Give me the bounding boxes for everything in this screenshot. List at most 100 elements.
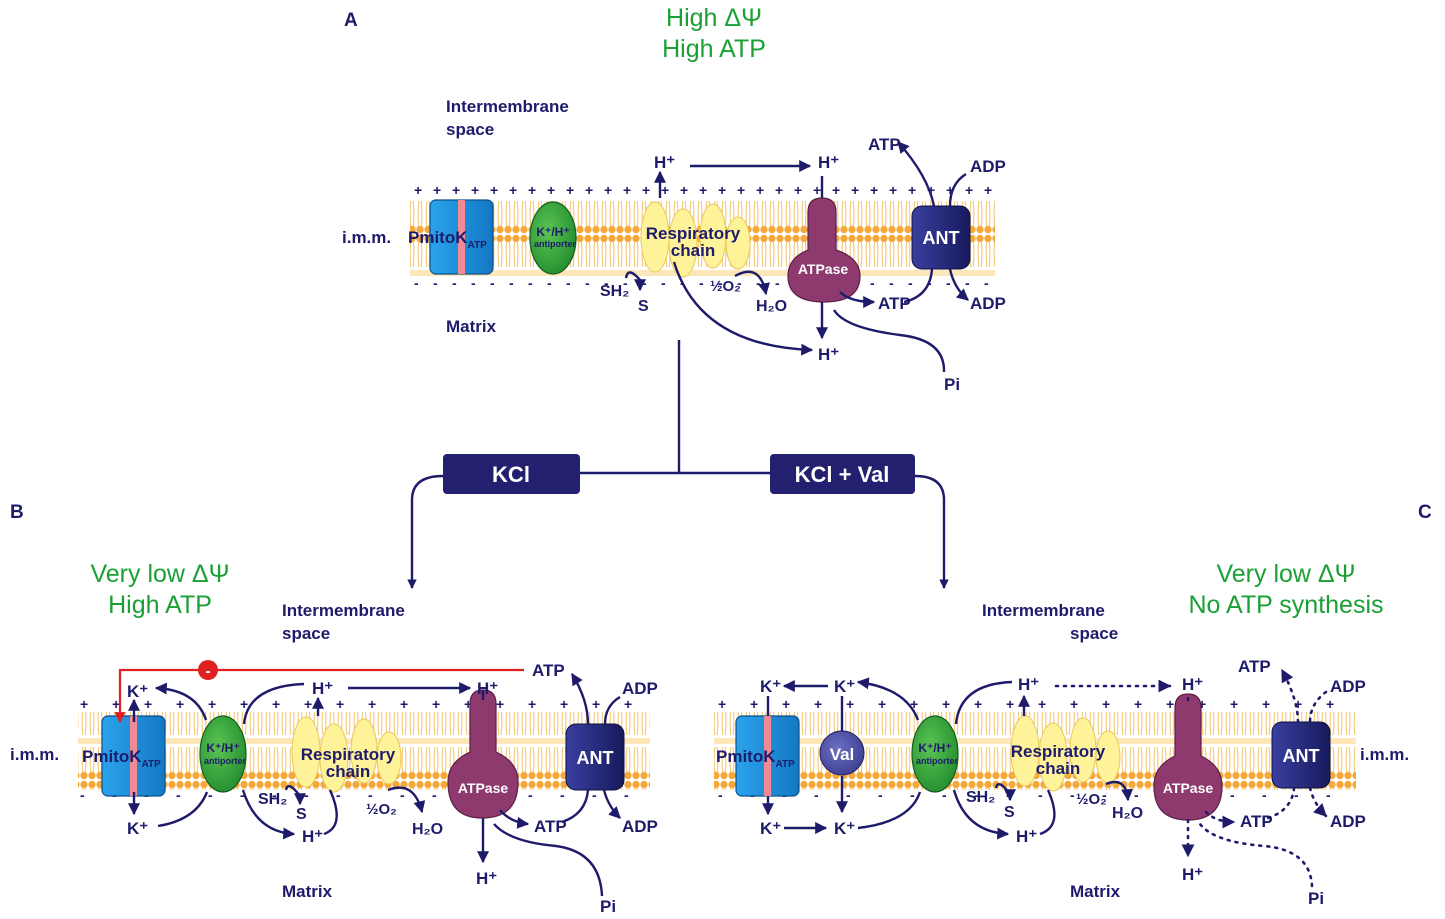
minus-charge: -	[908, 275, 913, 291]
minus-charge: -	[400, 787, 405, 803]
panel-b-ant	[565, 723, 625, 791]
plus-charge: +	[680, 182, 688, 198]
minus-charge: -	[642, 275, 647, 291]
panel-a-arrow-o2-h2o	[734, 270, 770, 296]
minus-charge: -	[1102, 787, 1107, 803]
panel-b-atp-out: ATP	[532, 661, 565, 680]
plus-charge: +	[718, 182, 726, 198]
plus-charge: +	[984, 182, 992, 198]
panel-b-status-atp: High ATP	[108, 591, 212, 619]
panel-a-minus-charges: -------------------------------	[414, 275, 989, 291]
minus-charge: -	[432, 787, 437, 803]
treatment-kcl-box	[443, 454, 580, 494]
plus-charge: +	[144, 696, 152, 712]
plus-charge: +	[942, 696, 950, 712]
panel-b-h2o: H₂O	[412, 821, 443, 838]
plus-charge: +	[471, 182, 479, 198]
panel-a-pmitok-label: PmitoKATP	[408, 228, 487, 251]
panel-b-status-potential: Very low ΔΨ	[90, 560, 229, 588]
panel-b-arrow-proton-from-antiporter	[241, 789, 296, 840]
minus-charge: -	[604, 275, 609, 291]
panel-c-arrow-o2-h2o	[1105, 780, 1134, 802]
panel-a-sh2: SH₂	[600, 283, 629, 300]
minus-charge: -	[80, 787, 85, 803]
panel-b-h-plus-matrix-right: H⁺	[476, 869, 497, 888]
plus-charge: +	[737, 182, 745, 198]
minus-charge: -	[490, 275, 495, 291]
minus-charge: -	[737, 275, 742, 291]
minus-charge: -	[984, 275, 989, 291]
panel-c-intermembrane-label: Intermembrane	[982, 601, 1105, 620]
minus-charge: -	[1230, 787, 1235, 803]
panel-a-status-atp: High ATP	[662, 35, 766, 63]
plus-charge: +	[623, 182, 631, 198]
plus-charge: +	[414, 182, 422, 198]
panel-c-pmitok-pore	[764, 716, 771, 796]
panel-b-arrow-antiporter-k-in	[157, 791, 209, 828]
minus-charge: -	[974, 787, 979, 803]
plus-charge: +	[908, 182, 916, 198]
panel-c-h-plus-matrix-left: H⁺	[1016, 827, 1037, 846]
panel-b-imm-label: i.m.m.	[10, 745, 59, 764]
panel-c-k-plus-bottom-left: K⁺	[760, 819, 781, 838]
panel-c-antiporter	[911, 715, 959, 793]
panel-c-h-plus-matrix-right: H⁺	[1182, 865, 1203, 884]
minus-charge: -	[1070, 787, 1075, 803]
panel-a-pi: Pi	[944, 375, 960, 394]
panel-b-k-plus-top: K⁺	[127, 682, 148, 701]
panel-b-h-plus-top-right: H⁺	[477, 679, 498, 698]
panel-c-sh2: SH₂	[966, 789, 995, 806]
panel-b-arrow-atp-export	[570, 672, 590, 725]
panel-a-plus-charges: +++++++++++++++++++++++++++++++	[414, 182, 992, 198]
panel-a-letter: A	[344, 10, 358, 31]
panel-a-ant-label: ANT	[923, 228, 960, 248]
panel-b-arrow-adp-import	[603, 695, 621, 725]
plus-charge: +	[782, 696, 790, 712]
panel-b-arrow-atp-to-ant	[561, 789, 590, 824]
minus-charge: -	[585, 275, 590, 291]
panel-c-status-atp: No ATP synthesis	[1189, 591, 1384, 619]
plus-charge: +	[851, 182, 859, 198]
panel-a-antiporter-label: antiporter	[534, 239, 577, 249]
plus-charge: +	[870, 182, 878, 198]
minus-charge: -	[1134, 787, 1139, 803]
panel-a-adp-in: ADP	[970, 294, 1006, 313]
minus-charge: -	[889, 275, 894, 291]
plus-charge: +	[832, 182, 840, 198]
panel-c-arrow-pi-dotted	[1198, 822, 1314, 888]
panel-a-s: S	[638, 298, 649, 315]
plus-charge: +	[927, 182, 935, 198]
plus-charge: +	[1294, 696, 1302, 712]
arrow-to-panel-c	[914, 474, 949, 589]
panel-a-arrow-pi	[832, 309, 946, 373]
panel-b-pmitok-pore	[130, 716, 137, 796]
treatment-kcl-val-label: KCl + Val	[795, 462, 890, 487]
panel-c-h-plus-top-left: H⁺	[1018, 675, 1039, 694]
panel-b-antiporter	[199, 715, 247, 793]
plus-charge: +	[642, 182, 650, 198]
panel-c-k-plus-top-left: K⁺	[760, 677, 781, 696]
minus-charge: -	[566, 275, 571, 291]
plus-charge: +	[794, 182, 802, 198]
plus-charge: +	[432, 696, 440, 712]
panel-b-adp-in: ADP	[622, 817, 658, 836]
panel-a-half-o2: ½O₂	[710, 278, 741, 295]
panel-c-valinomycin-label: Val	[830, 745, 855, 764]
plus-charge: +	[1134, 696, 1142, 712]
minus-charge: -	[775, 275, 780, 291]
minus-charge: -	[240, 787, 245, 803]
plus-charge: +	[528, 182, 536, 198]
panel-a-antiporter	[529, 201, 577, 275]
plus-charge: +	[452, 182, 460, 198]
panel-a-matrix-label: Matrix	[446, 317, 497, 336]
panel-c-arrow-sh2-s	[994, 782, 1016, 802]
plus-charge: +	[304, 696, 312, 712]
plus-charge: +	[566, 182, 574, 198]
minus-charge: -	[208, 787, 213, 803]
minus-charge: -	[699, 275, 704, 291]
panel-c-plus-charges: ++++++++++++++++++++	[718, 696, 1334, 712]
panel-c-arrow-proton-to-antiporter	[954, 680, 1013, 725]
panel-a-arrow-proton-return	[672, 261, 814, 356]
plus-charge: +	[240, 696, 248, 712]
panel-c-atpase-label: ATPase	[1163, 780, 1214, 796]
